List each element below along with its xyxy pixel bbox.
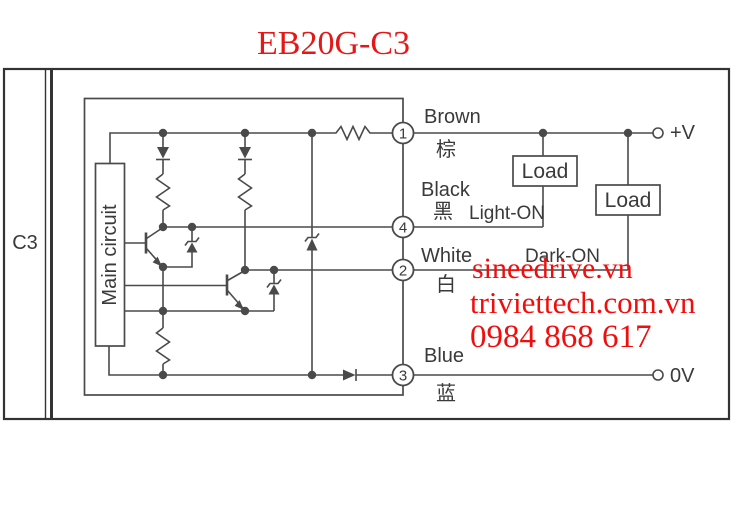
watermark-line3: 0984 868 617 — [470, 319, 652, 355]
junction-dot — [240, 128, 250, 138]
brown-wire-label-cn: 棕 — [436, 139, 456, 161]
pin-2-circle — [391, 258, 415, 282]
junction-dot — [158, 306, 168, 316]
white-wire-label: White — [421, 245, 473, 267]
black-wire-label: Black — [421, 179, 470, 201]
zener-diode-icon — [163, 227, 200, 268]
plus-v-terminal-circle — [652, 127, 664, 139]
watermark-line2: triviettech.com.vn — [470, 285, 696, 320]
junction-dot — [307, 128, 317, 138]
pin-circles: 1 4 2 3 — [391, 121, 415, 387]
main-circuit-label: Main circuit — [99, 204, 121, 306]
z1-triangle — [186, 242, 198, 253]
resistor-icon — [109, 124, 393, 163]
pin-4-circle — [391, 215, 415, 239]
frame-border — [2, 67, 731, 421]
main-circuit-box — [94, 162, 126, 347]
diode-icon — [157, 147, 169, 159]
external-wiring — [413, 127, 664, 381]
blue-wire-label-cn: 蓝 — [436, 383, 456, 405]
diode-icon — [343, 369, 356, 381]
pin-3-number: 3 — [399, 368, 407, 385]
t2-emitter-arrow — [234, 300, 244, 310]
pin-1-circle — [391, 121, 415, 145]
zener-diode-icon — [266, 270, 282, 311]
bottom-rail-wire — [108, 346, 393, 376]
z2-triangle — [268, 284, 280, 295]
diode-resistor-branch-1 — [155, 133, 171, 227]
pin-4-number: 4 — [399, 220, 407, 237]
junction-dot — [240, 306, 250, 316]
zero-v-terminal-label: 0V — [670, 365, 695, 387]
white-wire-label-cn: 白 — [436, 274, 456, 296]
black-wire-label-cn: 黑 — [433, 201, 453, 223]
plus-v-terminal-label: +V — [670, 122, 696, 144]
junction-dot — [158, 128, 168, 138]
z1-cathode-bar — [184, 237, 200, 246]
diode-resistor-branch-2 — [237, 133, 253, 270]
npn-transistor-icon — [125, 226, 164, 267]
junction-dot — [187, 222, 197, 232]
load2-box — [595, 184, 661, 216]
pin-1-number: 1 — [399, 126, 407, 143]
load1-box — [512, 155, 578, 187]
brown-wire-label: Brown — [424, 106, 481, 128]
junction-dot — [240, 265, 250, 275]
npn-transistor-icon — [125, 269, 246, 311]
load2-label: Load — [604, 188, 652, 212]
load1-label: Load — [521, 159, 569, 183]
light-on-mode-label: Light-ON — [469, 203, 546, 224]
circuit-boundary-box — [83, 97, 404, 396]
resistor-icon — [155, 327, 171, 365]
junction-dot — [158, 262, 168, 272]
watermark-line1: sineedrive.vn — [472, 252, 633, 285]
junction-dot — [158, 370, 168, 380]
bottom-rail — [108, 346, 393, 381]
junction-dot — [158, 222, 168, 232]
blue-wire-label: Blue — [424, 345, 465, 367]
top-rail — [109, 124, 393, 163]
junction-dot — [623, 128, 633, 138]
z2-cathode-bar — [266, 279, 282, 288]
junction-dot — [307, 370, 317, 380]
resistor-icon — [155, 173, 171, 211]
junction-dots — [158, 128, 633, 380]
diode-icon — [239, 147, 251, 159]
zener-branch-3 — [304, 133, 320, 375]
z1-wire — [163, 227, 193, 268]
t1-emitter-arrow — [152, 256, 162, 267]
pin-3-circle — [391, 363, 415, 387]
outer-frame — [2, 67, 731, 421]
zero-v-terminal-circle — [652, 369, 664, 381]
zener-diode-icon — [306, 238, 318, 251]
pin-2-number: 2 — [399, 263, 407, 280]
dark-on-mode-label: Dark-ON — [525, 246, 600, 267]
page-title: EB20G-C3 — [257, 25, 410, 62]
resistor-icon — [237, 173, 253, 211]
zener-cathode-bar — [304, 233, 320, 242]
junction-dot — [269, 265, 279, 275]
pulldown-resistor — [155, 311, 171, 375]
model-cell-label: C3 — [12, 232, 38, 254]
junction-dot — [538, 128, 548, 138]
